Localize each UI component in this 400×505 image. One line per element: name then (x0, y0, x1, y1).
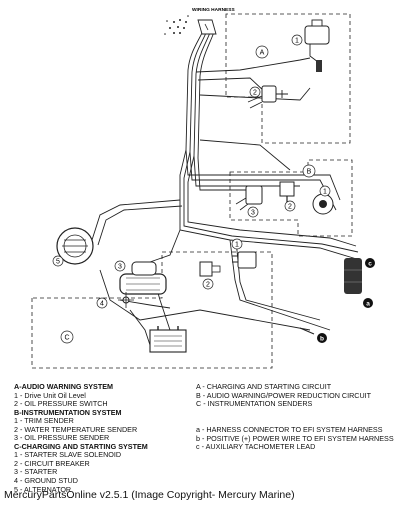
legend-item: 1 - STARTER SLAVE SOLENOID (14, 450, 122, 460)
legend-item: 2 - OIL PRESSURE SWITCH (14, 399, 108, 409)
harness-connector (197, 19, 217, 35)
svg-text:B: B (307, 169, 312, 176)
callout-c-5: 5 (52, 255, 64, 267)
svg-text:3: 3 (118, 264, 122, 271)
svg-text:5: 5 (56, 259, 60, 266)
oil-pressure-sender (235, 185, 263, 211)
callout-b-2: 2 (284, 200, 296, 212)
svg-text:1: 1 (295, 38, 299, 45)
connector-letters: a b c (317, 258, 375, 343)
positive-wire-arrow (299, 327, 315, 335)
wiring-diagram: WIRING HARNESS (31, 7, 375, 369)
callout-c-1: 1 (231, 238, 243, 250)
callout-c-4: 4 (96, 297, 108, 309)
trim-sender (312, 193, 334, 215)
water-temperature-sender (279, 181, 295, 206)
efi-harness-plug (344, 258, 362, 294)
circuit-breaker (199, 261, 221, 277)
svg-text:2: 2 (288, 204, 292, 211)
section-letter-c: C (60, 330, 74, 344)
section-letters: A B C (60, 45, 316, 344)
circuit-item: B - AUDIO WARNING/POWER REDUCTION CIRCUI… (196, 390, 372, 400)
starter-slave-solenoid (232, 251, 257, 269)
legend-item: 1 - TRIM SENDER (14, 416, 74, 426)
svg-text:4: 4 (100, 301, 104, 308)
svg-text:A: A (260, 50, 265, 57)
oil-pressure-switch (247, 85, 288, 109)
callout-c-3: 3 (114, 260, 126, 272)
svg-text:b: b (320, 336, 324, 343)
section-box-b (229, 159, 353, 237)
callout-b-1: 1 (319, 185, 331, 197)
callout-c-2: 2 (202, 278, 214, 290)
callout-a-1: 1 (291, 34, 303, 46)
legend-item: 4 - GROUND STUD (14, 476, 78, 486)
legend-heading-b: B-INSTRUMENTATION SYSTEM (14, 407, 122, 417)
legend-item: 3 - OIL PRESSURE SENDER (14, 433, 110, 443)
drive-oil-reservoir (304, 19, 330, 72)
section-letter-b: B (302, 164, 316, 178)
legend-heading-c: C-CHARGING AND STARTING SYSTEM (14, 441, 148, 451)
callout-numbers: 1 2 1 2 3 1 2 3 4 5 (52, 34, 331, 309)
svg-text:3: 3 (251, 210, 255, 217)
system-legend: A-AUDIO WARNING SYSTEM 1 - Drive Unit Oi… (14, 382, 200, 494)
harness-note: b - POSITIVE (+) POWER WIRE TO EFI SYSTE… (196, 433, 394, 443)
legend-item: 2 - CIRCUIT BREAKER (14, 458, 90, 468)
legend-item: 2 - WATER TEMPERATURE SENDER (14, 424, 138, 434)
svg-text:a: a (366, 301, 370, 308)
circuit-item: C - INSTRUMENTATION SENDERS (196, 399, 313, 409)
harness-label: WIRING HARNESS (192, 7, 235, 13)
svg-text:C: C (64, 335, 69, 342)
circuit-legend: A - CHARGING AND STARTING CIRCUIT B - AU… (196, 382, 396, 409)
legend-item: 1 - Drive Unit Oil Level (14, 390, 86, 400)
section-box-c (31, 251, 273, 369)
connector-letter-c: c (365, 258, 375, 268)
section-letter-a: A (255, 45, 269, 59)
harness-wires (91, 25, 361, 346)
copyright-footer: MercuryPartsOnline v2.5.1 (Image Copyrig… (4, 489, 295, 501)
callout-a-2: 2 (249, 86, 261, 98)
svg-text:c: c (368, 261, 372, 268)
connector-letter-a: a (363, 298, 373, 308)
callout-b-3: 3 (247, 206, 259, 218)
connector-letter-b: b (317, 333, 327, 343)
pin-connector (164, 15, 189, 35)
svg-text:2: 2 (206, 282, 210, 289)
section-boxes (31, 13, 353, 369)
legend-heading-a: A-AUDIO WARNING SYSTEM (14, 382, 114, 391)
harness-legend: a - HARNESS CONNECTOR TO EFI SYSTEM HARN… (196, 425, 396, 452)
circuit-item: A - CHARGING AND STARTING CIRCUIT (196, 382, 332, 391)
starter (119, 261, 167, 295)
section-box-a (225, 13, 351, 144)
svg-text:1: 1 (323, 189, 327, 196)
svg-text:1: 1 (235, 242, 239, 249)
svg-text:2: 2 (253, 90, 257, 97)
legend-item: 3 - STARTER (14, 467, 58, 477)
harness-note: a - HARNESS CONNECTOR TO EFI SYSTEM HARN… (196, 425, 383, 434)
legend-item: 5 - ALTERNATOR (14, 484, 72, 494)
harness-note: c - AUXILIARY TACHOMETER LEAD (196, 442, 316, 452)
alternator (56, 227, 94, 265)
ground-stud (118, 292, 134, 308)
battery (149, 326, 187, 353)
